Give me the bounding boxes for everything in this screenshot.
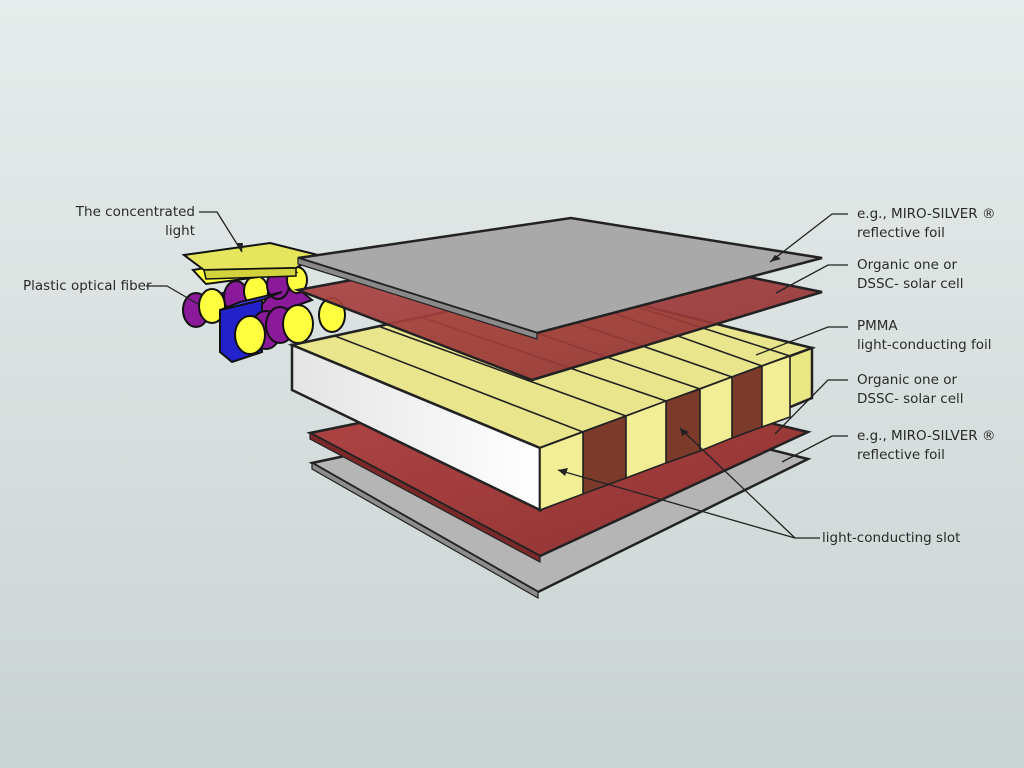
label-top-cell-line2: DSSC- solar cell [857,276,964,292]
label-top-solar-cell: Organic one or DSSC- solar cell [857,256,964,294]
top-foil-edge [297,257,538,340]
label-top-foil-line1: e.g., MIRO-SILVER ® [857,206,996,222]
leader-arrowheads [236,243,781,476]
label-bottom-cell-line1: Organic one or [857,372,958,388]
bottom-solar-cell-edge [309,431,541,564]
label-bottom-foil-line2: reflective foil [857,447,945,463]
label-bottom-reflective-foil: e.g., MIRO-SILVER ® reflective foil [857,427,995,465]
slot-faces [539,354,791,512]
label-bottom-solar-cell: Organic one or DSSC- solar cell [857,371,964,409]
plastic-optical-fiber-bundle [182,266,346,364]
label-pmma: PMMA light-conducting foil [857,317,992,355]
label-concentrated-light: The concentrated light [40,203,195,241]
label-pmma-line2: light-conducting foil [857,337,992,353]
leader-lines [146,211,848,539]
label-concentrated-light-line1: The concentrated [75,204,195,220]
label-plastic-optical-fiber: Plastic optical fiber [23,278,152,294]
label-light-conducting-slot: light-conducting slot [822,530,961,546]
label-concentrated-light-line2: light [165,223,195,239]
label-pmma-line1: PMMA [857,318,898,334]
label-top-reflective-foil: e.g., MIRO-SILVER ® reflective foil [857,205,995,243]
bottom-foil-edge [311,461,539,600]
label-bottom-foil-line1: e.g., MIRO-SILVER ® [857,428,996,444]
label-top-foil-line2: reflective foil [857,225,945,241]
label-bottom-cell-line2: DSSC- solar cell [857,391,964,407]
label-top-cell-line1: Organic one or [857,257,958,273]
concentrated-light-plates [181,241,321,286]
